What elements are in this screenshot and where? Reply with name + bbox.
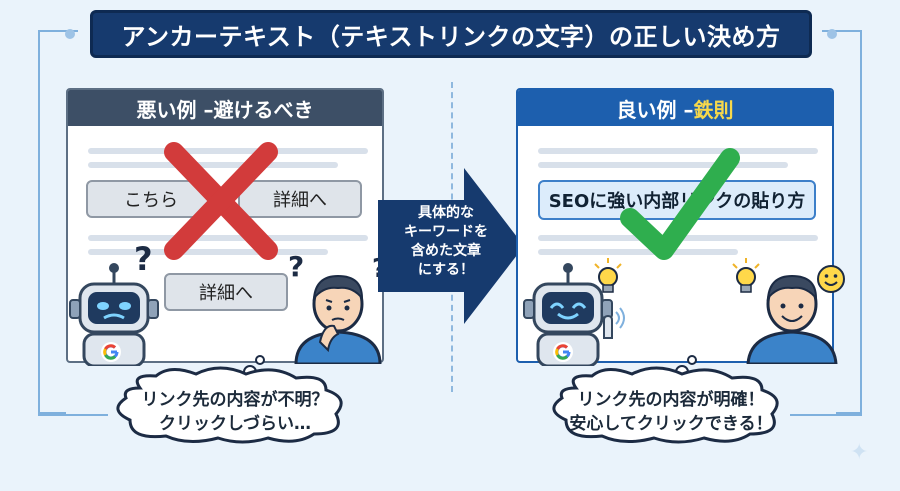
page-title: アンカーテキスト（テキストリンクの文字）の正しい決め方 (65, 10, 837, 58)
text-line (538, 249, 738, 255)
good-bubble-line-1: リンク先の内容が明確！ (577, 390, 765, 410)
check-icon (620, 148, 740, 260)
sparkle-icon: ✦ (850, 440, 869, 465)
descriptive-link[interactable]: SEOに強い内部リンクの貼り方 (538, 180, 816, 220)
bad-header-accent: 避けるべき (213, 97, 314, 122)
arrow-line-4: にする！ (417, 262, 475, 278)
arrow-line-1: 具体的な (418, 205, 474, 221)
right-connector-frame (822, 30, 862, 108)
person-icon (294, 274, 382, 364)
right-connector-bubble (790, 414, 862, 416)
bad-header-prefix: 悪い例 – (136, 97, 214, 122)
good-bubble-text: リンク先の内容が明確！ 安心してクリックできる！ (556, 388, 786, 436)
text-line (88, 148, 368, 154)
good-header-prefix: 良い例 – (616, 97, 694, 122)
person-icon (746, 274, 838, 364)
vague-link-shousai[interactable]: 詳細へ (238, 180, 362, 218)
vague-link-kochira-label: こちら (124, 190, 178, 211)
transform-arrow (378, 168, 524, 324)
good-example-header: 良い例 – 鉄則 (518, 90, 832, 126)
bad-example-panel: 悪い例 – 避けるべき こちら 詳細へ 詳細へ (66, 88, 384, 363)
text-line (88, 235, 368, 241)
question-icon: ? (288, 250, 305, 283)
google-icon (101, 342, 121, 362)
vague-link-shousai-2-label: 詳細へ (199, 283, 253, 304)
page-title-text: アンカーテキスト（テキストリンクの文字）の正しい決め方 (121, 22, 781, 51)
question-icon: ? (134, 240, 153, 278)
arrow-label: 具体的な キーワードを 含めた文章 にする！ (384, 204, 508, 280)
arrow-line-3: 含めた文章 (411, 243, 481, 259)
text-line (538, 162, 788, 168)
good-bubble-line-2: 安心してクリックできる！ (569, 414, 773, 434)
bad-bubble-line-2: クリックしづらい… (159, 414, 311, 434)
vague-link-shousai-label: 詳細へ (273, 190, 327, 211)
cross-icon (164, 142, 278, 260)
good-header-accent: 鉄則 (693, 97, 734, 122)
bad-example-header: 悪い例 – 避けるべき (68, 90, 382, 126)
left-connector-bubble (38, 414, 108, 416)
text-line (538, 148, 818, 154)
smiley-icon (817, 265, 845, 293)
vague-link-shousai-2[interactable]: 詳細へ (164, 273, 288, 311)
robot-icon (523, 263, 625, 366)
right-connector-bottom (836, 108, 862, 414)
descriptive-link-label: SEOに強い内部リンクの貼り方 (548, 191, 806, 212)
google-icon (553, 342, 573, 362)
arrow-line-2: キーワードを (404, 224, 488, 240)
bad-thought-bubble (116, 355, 343, 444)
left-connector-frame (38, 30, 78, 108)
text-line (88, 162, 338, 168)
lightbulb-icon (594, 258, 622, 293)
left-connector-bottom (38, 108, 66, 414)
bad-bubble-text: リンク先の内容が不明？ クリックしづらい… (120, 388, 350, 436)
bad-bubble-line-1: リンク先の内容が不明？ (141, 390, 329, 410)
lightbulb-icon (732, 258, 760, 293)
text-line (88, 249, 328, 255)
good-thought-bubble (552, 355, 779, 444)
